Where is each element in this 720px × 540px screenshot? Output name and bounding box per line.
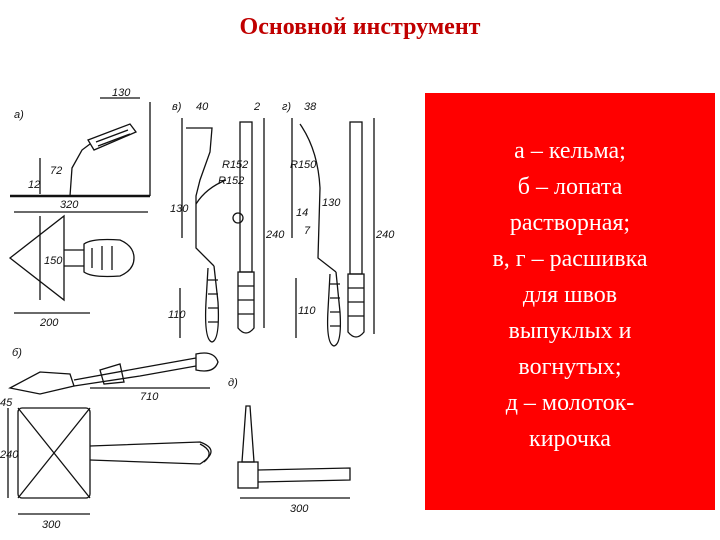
tools-drawing-svg: 130 12 72 320 150 200 40 2 R152 R152 130… bbox=[0, 88, 395, 531]
legend-line: д – молоток- bbox=[505, 390, 635, 416]
jointer-convex-front bbox=[232, 118, 265, 334]
jointer-convex bbox=[179, 118, 227, 343]
jointer-concave-front bbox=[347, 118, 375, 338]
dim-label: 2 bbox=[253, 101, 260, 113]
dim-label: 240 bbox=[375, 229, 395, 241]
panel-label-d: д) bbox=[228, 377, 238, 389]
mortar-shovel bbox=[8, 352, 219, 395]
dim-label: R150 bbox=[290, 159, 317, 171]
dim-label: 710 bbox=[140, 391, 159, 403]
dim-label: 300 bbox=[42, 519, 61, 531]
dim-label: 12 bbox=[28, 179, 40, 191]
tools-technical-drawing: 130 12 72 320 150 200 40 2 R152 R152 130… bbox=[0, 88, 430, 540]
dim-label: 200 bbox=[39, 317, 59, 329]
trowel-top-view bbox=[8, 214, 135, 314]
dim-label: 7 bbox=[304, 225, 311, 237]
dim-label: 38 bbox=[304, 101, 317, 113]
dim-label: 110 bbox=[168, 309, 186, 321]
slide-title: Основной инструмент bbox=[239, 14, 481, 40]
legend-line: выпуклых и bbox=[508, 318, 632, 344]
legend-line: вогнутых; bbox=[518, 354, 622, 380]
panel-label-g: г) bbox=[282, 101, 291, 113]
dim-label: 14 bbox=[296, 207, 308, 219]
panel-label-v: в) bbox=[172, 101, 182, 113]
dim-label: 130 bbox=[170, 203, 189, 215]
jointer-concave bbox=[291, 118, 342, 347]
dim-label: 320 bbox=[60, 199, 79, 211]
hammer-side-view bbox=[237, 405, 351, 499]
dim-label: 300 bbox=[290, 503, 309, 515]
dim-label: 72 bbox=[50, 165, 62, 177]
dim-label: 240 bbox=[0, 449, 19, 461]
hammer-top-view bbox=[7, 407, 212, 515]
legend-line: в, г – расшивка bbox=[492, 246, 648, 272]
legend-line: б – лопата bbox=[517, 174, 623, 200]
panel-label-b: б) bbox=[12, 347, 22, 359]
dim-label: 130 bbox=[112, 88, 131, 99]
dim-label: 45 bbox=[0, 397, 13, 409]
dim-label: 110 bbox=[298, 305, 316, 317]
dim-label: 240 bbox=[265, 229, 285, 241]
legend-line: для швов bbox=[522, 282, 618, 308]
panel-label-a: а) bbox=[14, 109, 24, 121]
dim-label: 130 bbox=[322, 197, 341, 209]
dim-label: 40 bbox=[196, 101, 209, 113]
dim-label: 150 bbox=[44, 255, 63, 267]
legend-line: кирочка bbox=[529, 426, 611, 452]
legend-line: растворная; bbox=[509, 210, 631, 236]
dim-label: R152 bbox=[218, 175, 244, 187]
legend-box: а – кельма; б – лопата растворная; в, г … bbox=[425, 93, 715, 510]
legend-line: а – кельма; bbox=[514, 138, 626, 164]
trowel-side-view bbox=[10, 97, 151, 213]
dim-label: R152 bbox=[222, 159, 248, 171]
